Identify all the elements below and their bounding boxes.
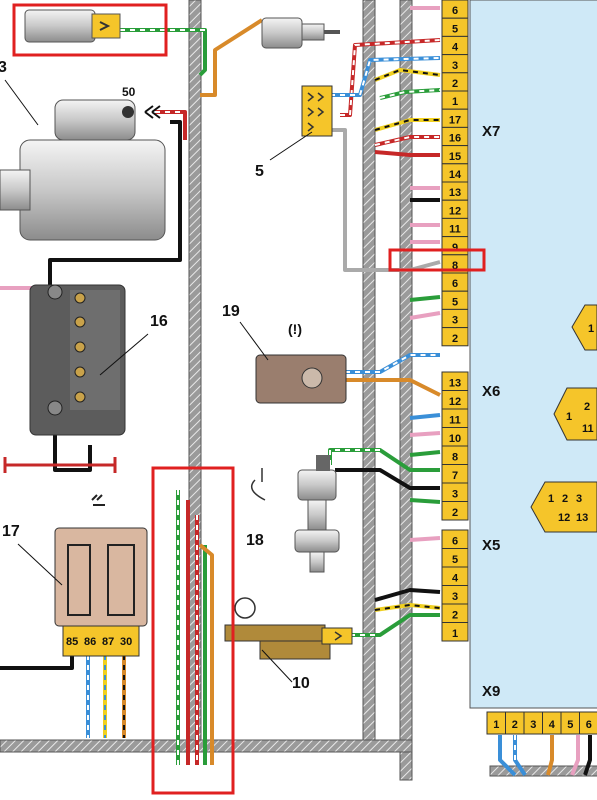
connector-pin-label: 2	[452, 610, 458, 622]
relay-17	[54, 494, 148, 657]
fuse-block-label: 16	[150, 313, 168, 330]
connector-pin-label: 5	[567, 719, 573, 731]
sensor-19-symbol: (!)	[288, 321, 302, 337]
connector-pin-label: 7	[452, 470, 458, 482]
connector-pin-label: 5	[452, 23, 458, 35]
connector-pin-label: 1	[452, 628, 458, 640]
connector-pin-label: 3	[452, 489, 458, 501]
relay-pin: 86	[84, 636, 96, 648]
connector-pin-cell	[579, 711, 597, 735]
connector-x5: 6 5 4 3 2 1	[441, 529, 469, 642]
starter-motor	[0, 99, 166, 241]
starter-terminal-label: 50	[122, 85, 136, 99]
connector-pin-label: 8	[452, 260, 458, 272]
wires	[0, 6, 592, 777]
starter-label: 3	[0, 59, 7, 76]
connector-pin-label: 14	[449, 169, 462, 181]
harness-bundles	[0, 0, 597, 781]
connector-pin-label: 17	[449, 114, 461, 126]
spark-plug	[24, 9, 121, 43]
connector-pin-label: 2	[452, 507, 458, 519]
connector-x7: 6 5 4 3 2 1 17 16 15 14 13 12 11 9 8 6 5 3 2	[441, 0, 469, 347]
x9-label: X9	[482, 683, 500, 700]
side-plug-pin: 3	[576, 493, 582, 505]
connector-pin-label: 3	[452, 591, 458, 603]
connector-pin-label: 8	[452, 452, 458, 464]
connector-pin-label: 11	[449, 415, 461, 427]
switch-10-label: 10	[292, 675, 310, 692]
connector-pin-label: 5	[452, 554, 458, 566]
switch-10	[224, 597, 353, 660]
connector-pin-label: 15	[449, 151, 461, 163]
connector-pin-label: 4	[452, 573, 459, 585]
side-plug-pin: 11	[582, 423, 594, 435]
side-plug-pin: 1	[566, 411, 572, 423]
connector-pin-cell	[441, 622, 469, 642]
side-plug-3: 1 2 3 12 13	[530, 481, 597, 533]
sensor-19	[255, 354, 347, 404]
connector-pin-label: 16	[449, 133, 461, 145]
connector-pin-label: 2	[452, 78, 458, 90]
connector-pin-label: 3	[530, 719, 536, 731]
connector-pin-label: 6	[452, 5, 458, 17]
connector-pin-label: 1	[452, 96, 458, 108]
highlight-spark-plug	[12, 3, 168, 57]
sensor-19-label: 19	[222, 303, 240, 320]
side-plug-pin: 2	[584, 401, 590, 413]
connector-pin-label: 13	[449, 187, 461, 199]
connector-pin-label: 3	[452, 315, 458, 327]
highlight-bundle	[151, 466, 235, 795]
connector-pin-label: 12	[449, 205, 461, 217]
relay-pin: 87	[102, 636, 114, 648]
connector-pin-label: 2	[452, 333, 458, 345]
fuse-block	[29, 284, 126, 436]
side-plug-pin: 12	[558, 512, 570, 524]
connector-pin-label: 11	[449, 224, 461, 236]
connector-pin-label: 12	[449, 396, 461, 408]
connector-pin-label: 4	[452, 42, 459, 54]
connector-5-label: 5	[255, 163, 264, 180]
highlights	[12, 3, 486, 795]
connector-pin-label: 5	[452, 296, 458, 308]
relay-pins: 85 86 87 30	[66, 636, 132, 648]
x7-label: X7	[482, 123, 500, 140]
connector-pin-label: 9	[452, 242, 458, 254]
connector-5	[301, 85, 333, 137]
connector-pin-label: 6	[452, 536, 458, 548]
connector-pin-label: 6	[586, 719, 592, 731]
temp-sensor-label: 18	[246, 532, 264, 549]
connector-pin-label: 2	[512, 719, 518, 731]
side-plug-pin: 1	[548, 493, 554, 505]
side-plug-1: 1	[571, 304, 597, 351]
ecu-body	[469, 0, 597, 709]
x6-label: X6	[482, 383, 500, 400]
side-plug-pin: 1	[588, 323, 594, 335]
connector-pin-label: 3	[452, 60, 458, 72]
side-plug-pin: 2	[562, 493, 568, 505]
connector-pin-label: 6	[452, 278, 458, 290]
relay-pin: 85	[66, 636, 78, 648]
connector-pin-label: 13	[449, 378, 461, 390]
connector-pin-label: 4	[549, 719, 556, 731]
temp-sensor-18	[294, 455, 340, 573]
connector-pin-cell	[441, 327, 469, 347]
side-plug-pin: 13	[576, 512, 588, 524]
connector-pin-label: 1	[493, 719, 499, 731]
side-plug-2: 2 1 11	[553, 387, 597, 441]
connector-pin-label: 10	[449, 433, 461, 445]
sensor-top	[261, 17, 340, 49]
highlight-pin-8	[388, 248, 486, 272]
relay-pin: 30	[120, 636, 132, 648]
relay-label: 17	[2, 523, 20, 540]
connector-pin-cell	[441, 501, 469, 521]
x5-label: X5	[482, 537, 500, 554]
connector-x6: 13 12 11 10 8 7 3 2	[441, 371, 469, 521]
